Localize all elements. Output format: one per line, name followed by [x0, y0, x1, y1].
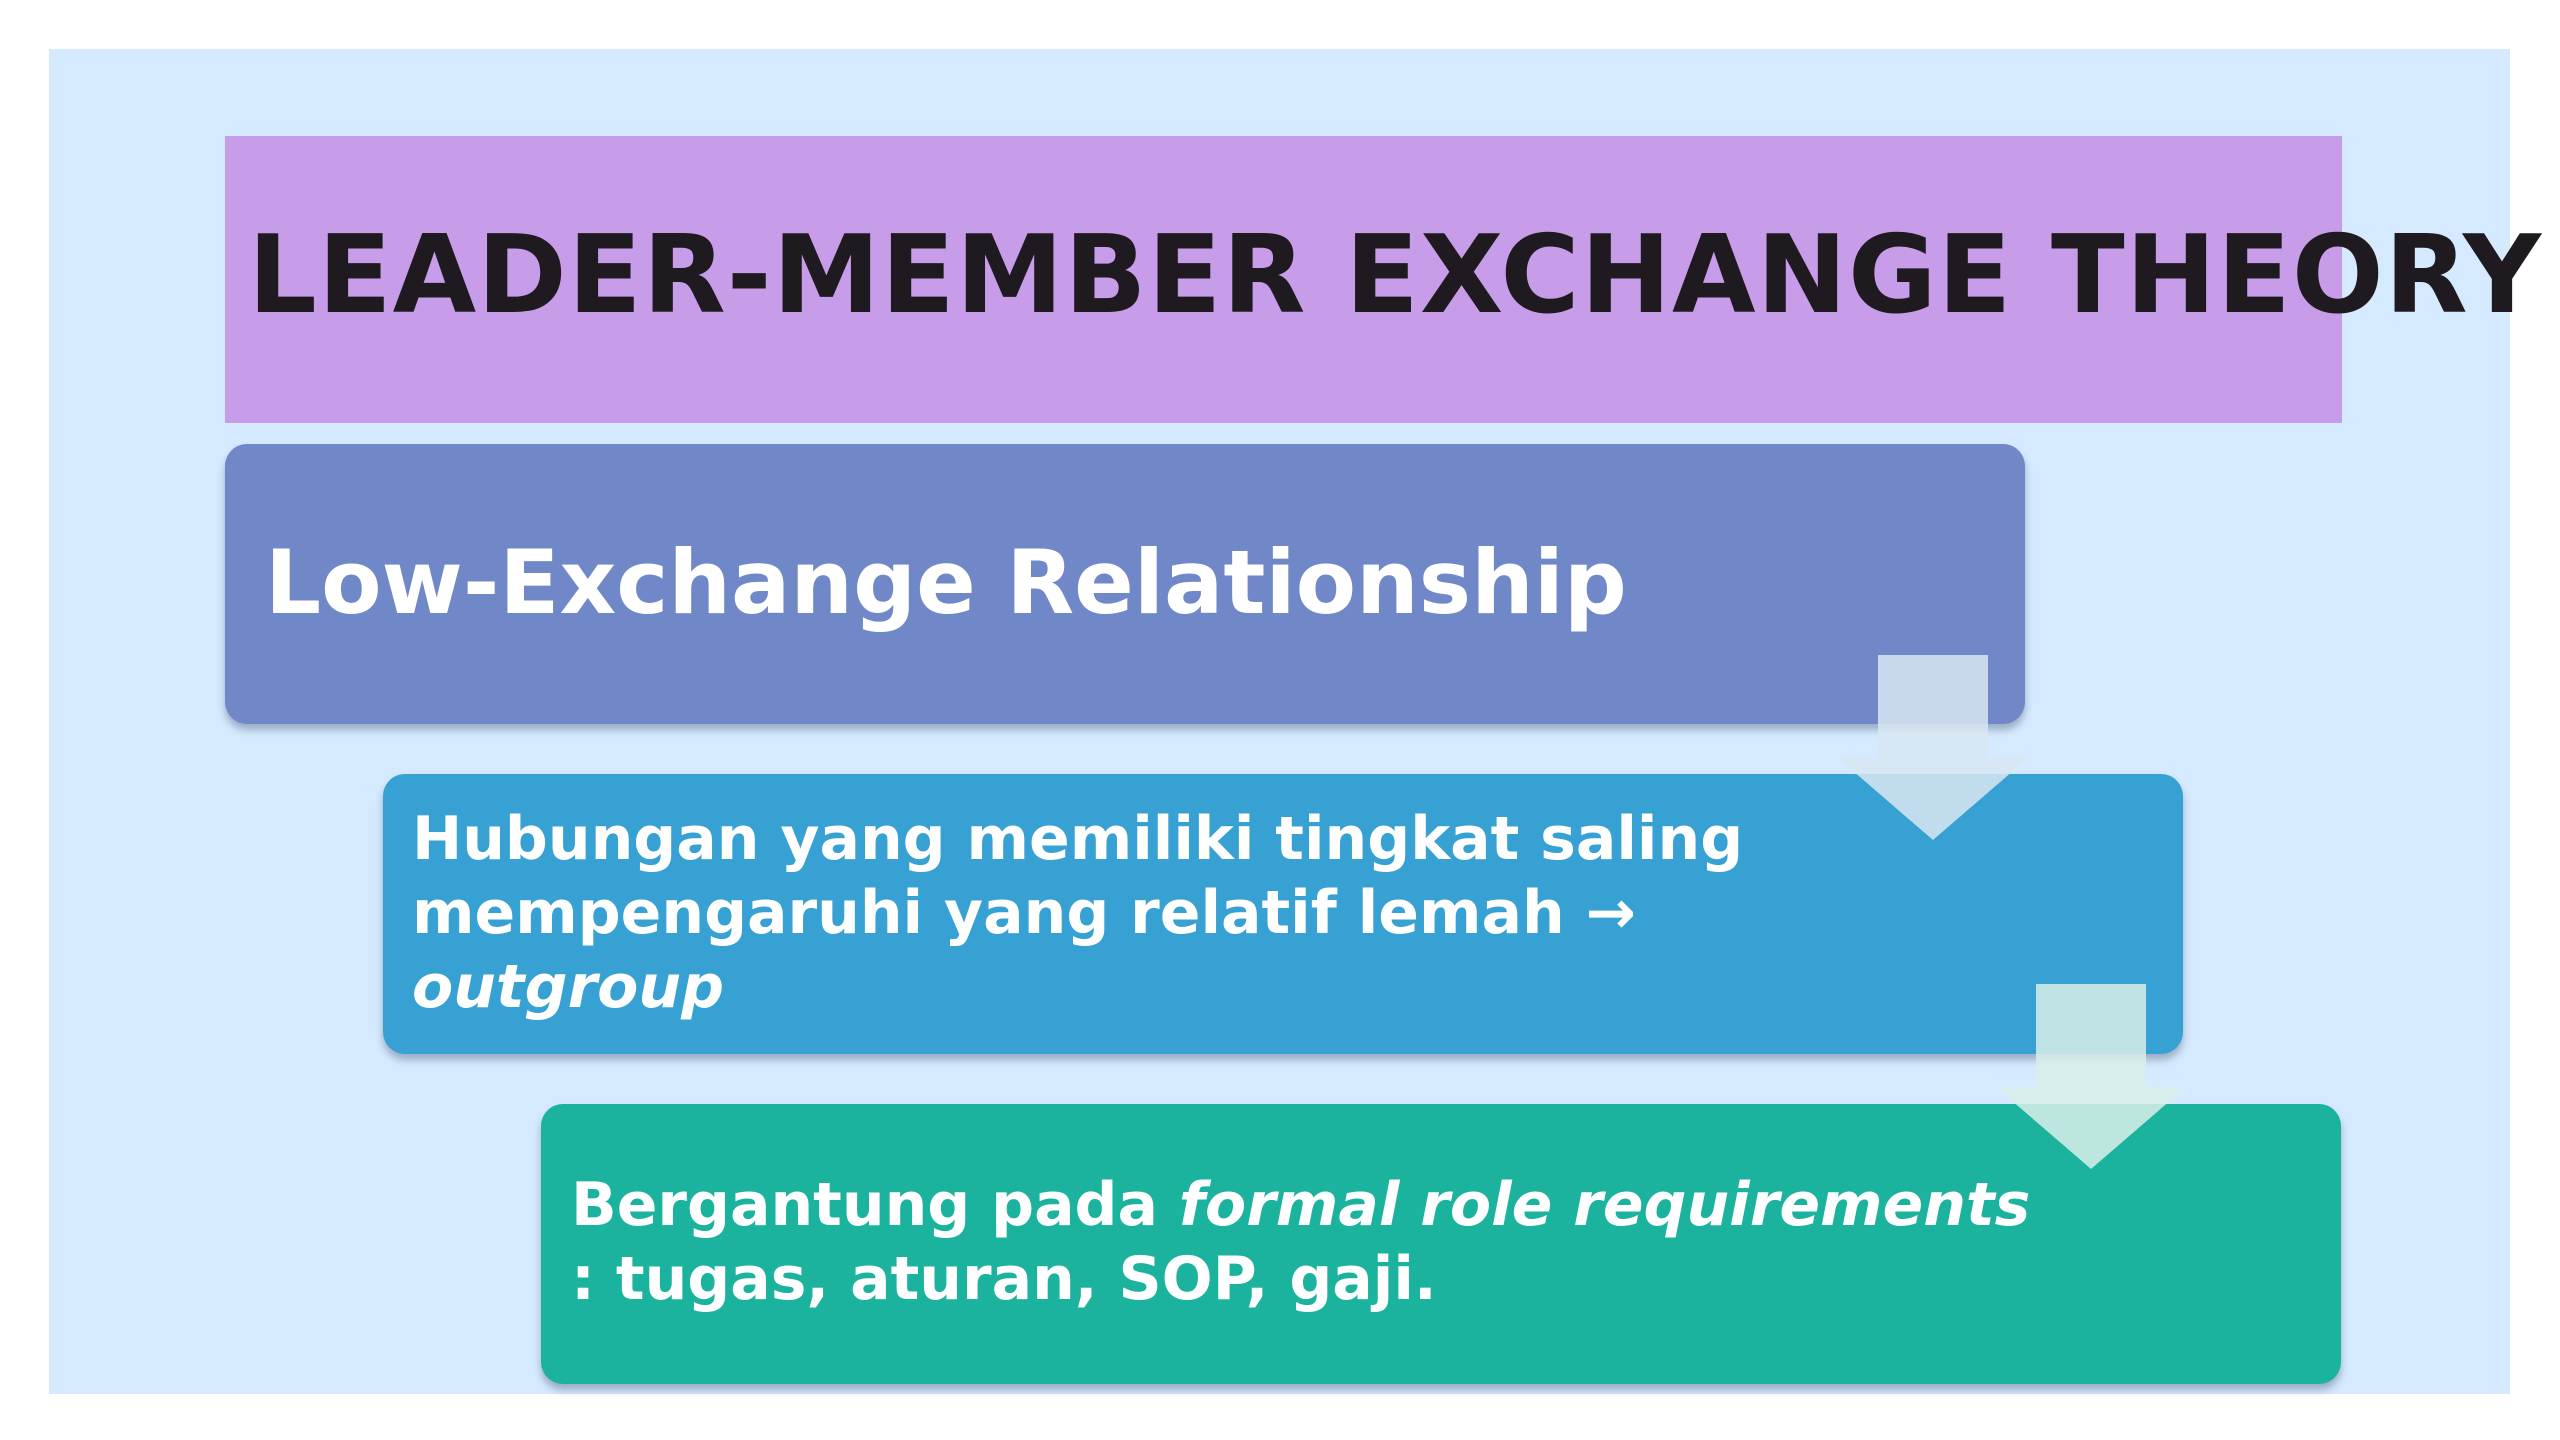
dependency-line-2: : tugas, aturan, SOP, gaji.	[571, 1244, 1437, 1314]
step-box-low-exchange	[225, 444, 2025, 724]
step-box-dependency	[541, 1104, 2341, 1384]
definition-line-2: mempengaruhi yang relatif lemah →	[412, 878, 1636, 948]
dependency-italic-text: formal role requirements	[1178, 1170, 2031, 1240]
step-heading: Low-Exchange Relationship	[265, 531, 1627, 634]
step-dependency-text: Bergantung pada formal role requirements…	[571, 1168, 2091, 1316]
title-bar	[225, 136, 2342, 423]
slide-title: LEADER-MEMBER EXCHANGE THEORY	[248, 213, 2543, 338]
step-box-definition	[383, 774, 2183, 1054]
definition-line-1: Hubungan yang memiliki tingkat saling	[412, 804, 1744, 874]
definition-line-3-italic: outgroup	[412, 952, 725, 1022]
down-arrow-icon	[1996, 984, 2186, 1169]
dependency-plain-text: Bergantung pada	[571, 1170, 1179, 1240]
dependency-line-1: Bergantung pada formal role requirements	[571, 1168, 2091, 1242]
step-definition-text: Hubungan yang memiliki tingkat saling me…	[412, 802, 1932, 1024]
down-arrow-icon	[1838, 655, 2028, 840]
